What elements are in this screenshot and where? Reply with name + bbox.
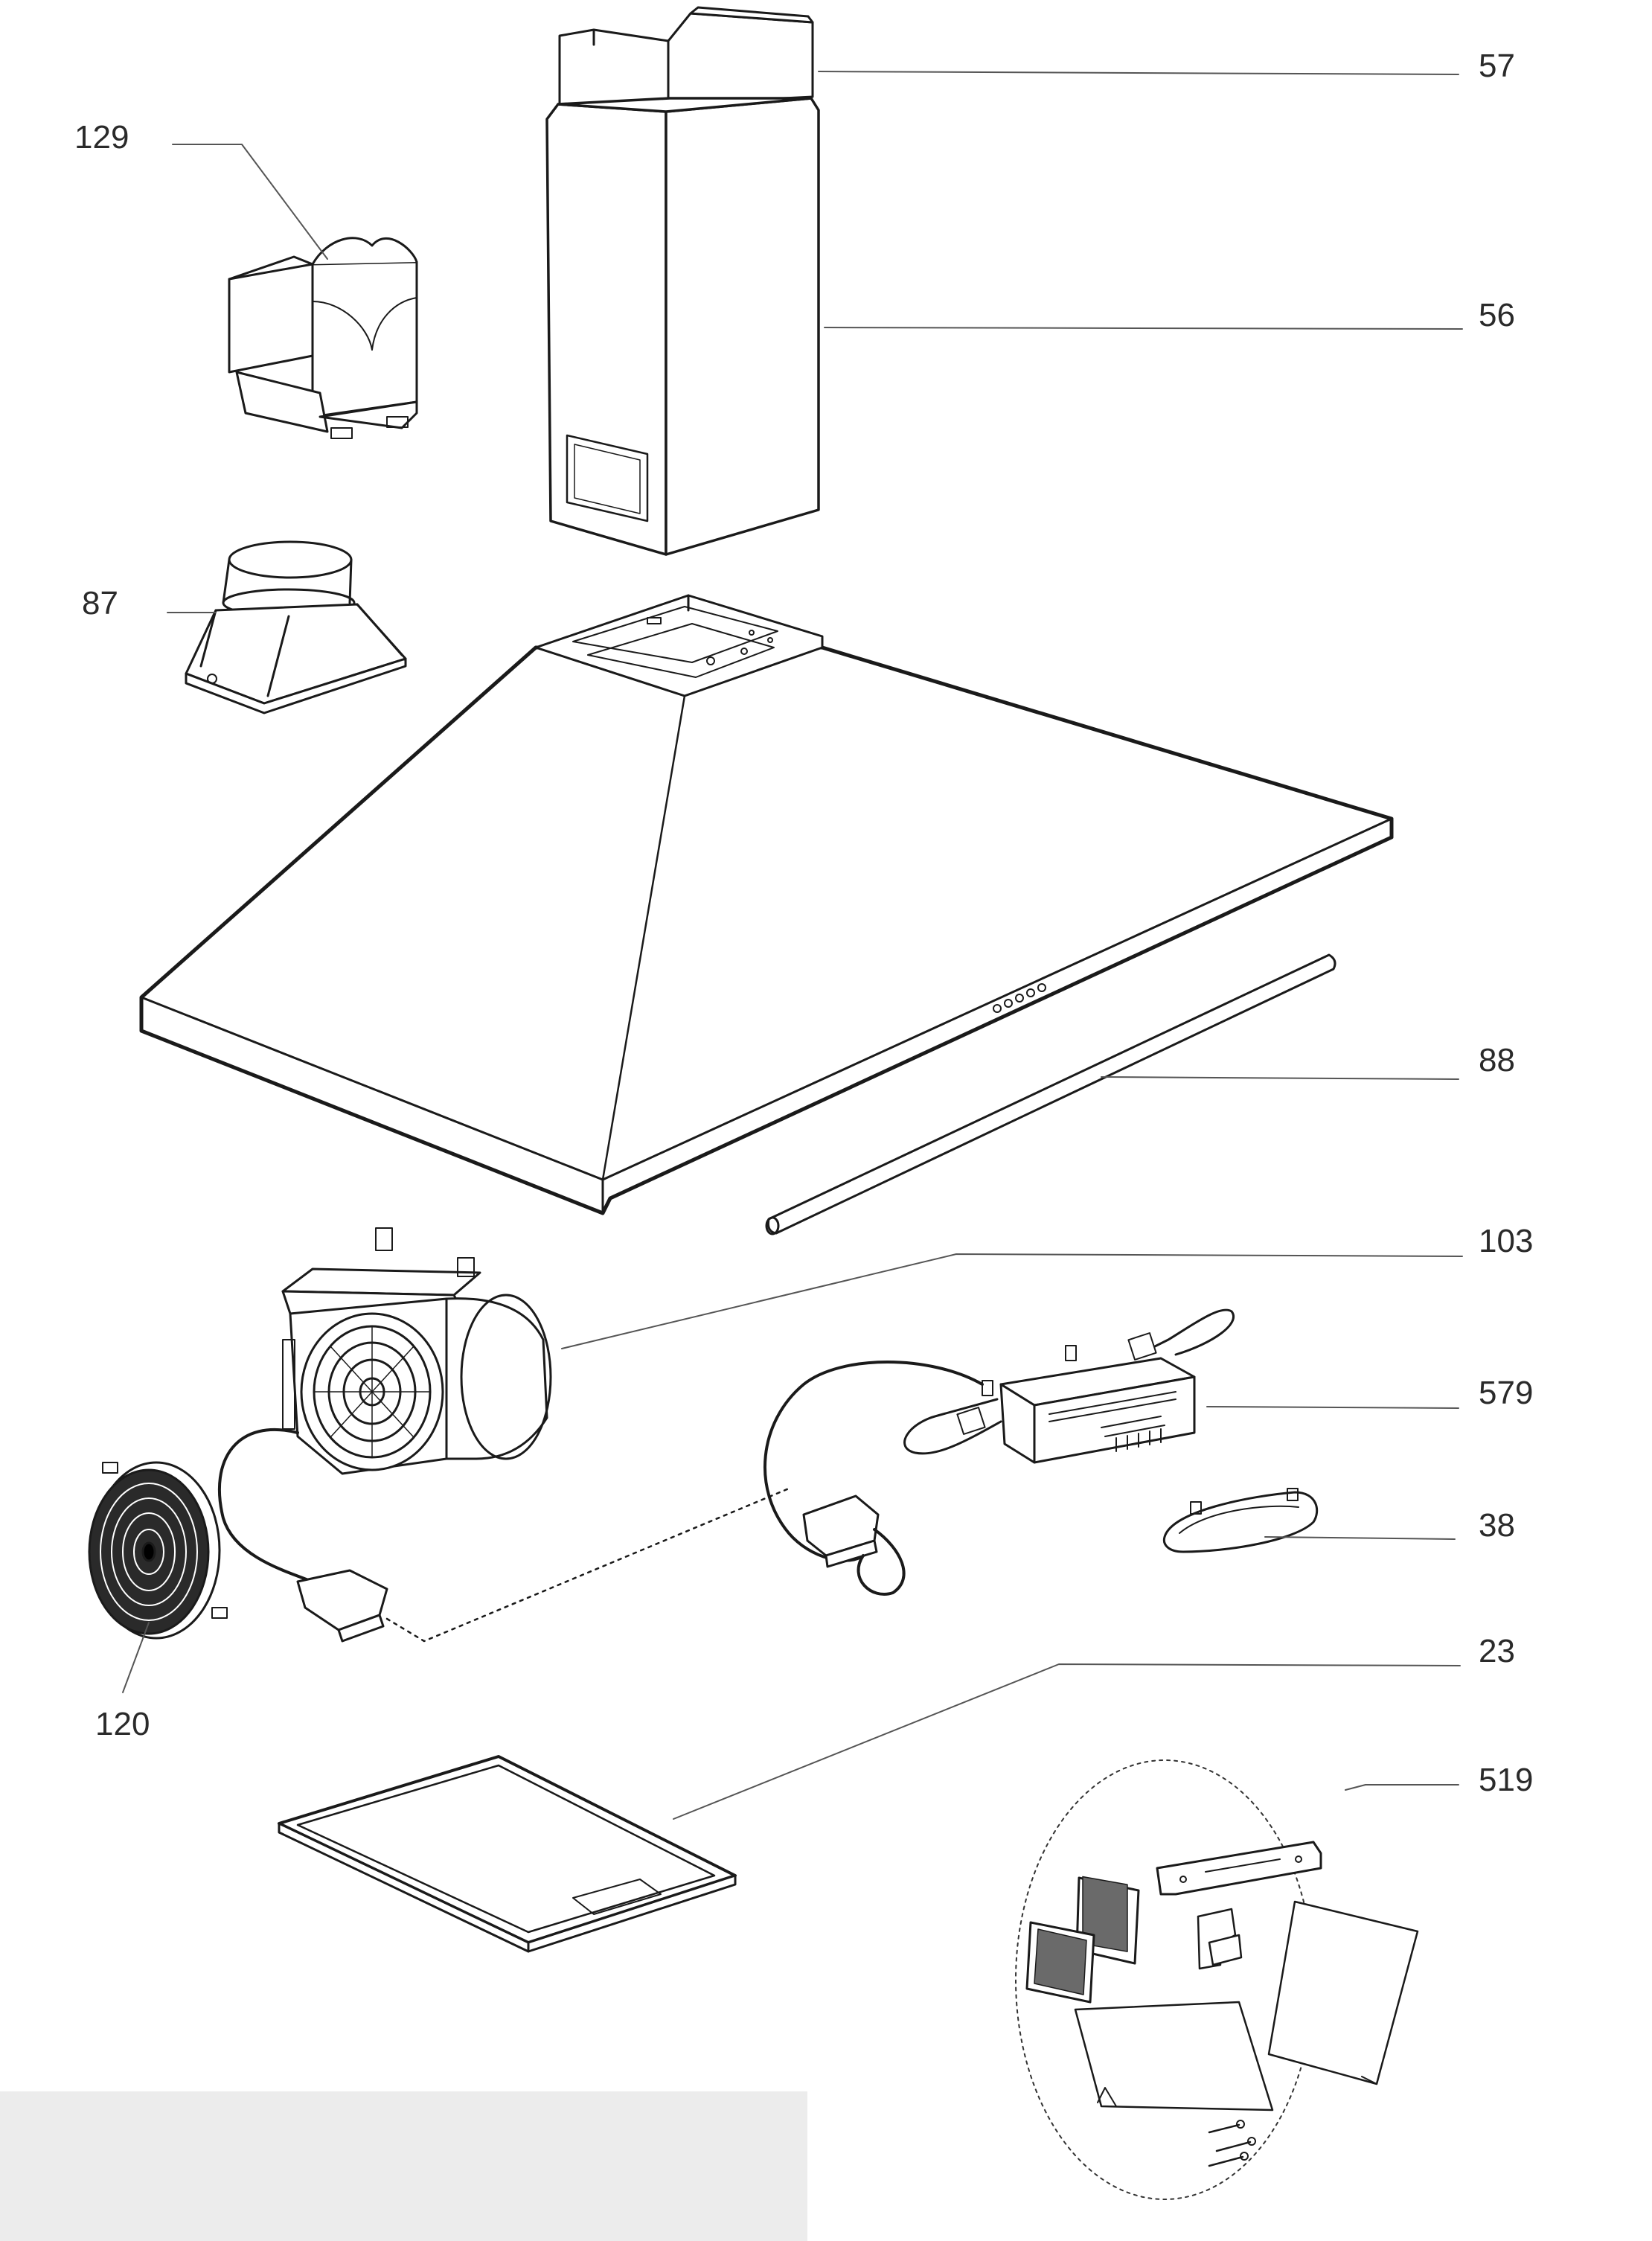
leader-103 [561, 1253, 1463, 1349]
part-label-87: 87 [82, 585, 118, 621]
leader-23 [673, 1663, 1461, 1820]
mounting-kit [1015, 1759, 1419, 2200]
leader-lines [122, 71, 1463, 1820]
hood-canopy [139, 594, 1394, 1215]
cover-plate [1162, 1488, 1319, 1553]
leader-579 [1206, 1406, 1459, 1409]
leader-120 [122, 1622, 150, 1693]
part-label-129: 129 [74, 119, 129, 156]
duct-adapter [185, 540, 407, 715]
grease-filter [278, 1755, 737, 1953]
air-deflector [228, 237, 418, 439]
part-label-56: 56 [1479, 297, 1515, 333]
leader-129 [172, 144, 328, 260]
part-label-103: 103 [1479, 1223, 1534, 1259]
leader-56 [824, 327, 1463, 330]
grey-footer-panel [0, 2091, 807, 2241]
carbon-filter [88, 1461, 228, 1640]
leader-38 [1264, 1536, 1456, 1540]
part-label-120: 120 [95, 1706, 150, 1742]
part-label-579: 579 [1479, 1375, 1534, 1411]
leader-519 [1345, 1784, 1459, 1791]
leader-57 [818, 71, 1459, 75]
connector-dotted-line [385, 1487, 790, 1643]
part-label-88: 88 [1479, 1042, 1515, 1078]
chimney-upper-section [558, 6, 814, 113]
part-label-38: 38 [1479, 1507, 1515, 1544]
motor-fan-unit [217, 1227, 552, 1643]
light-rod [765, 953, 1336, 1235]
control-module [763, 1308, 1235, 1596]
part-label-23: 23 [1479, 1633, 1515, 1669]
chimney-lower-section [545, 97, 820, 556]
part-label-57: 57 [1479, 48, 1515, 84]
part-label-519: 519 [1479, 1762, 1534, 1798]
leader-88 [1101, 1076, 1459, 1080]
